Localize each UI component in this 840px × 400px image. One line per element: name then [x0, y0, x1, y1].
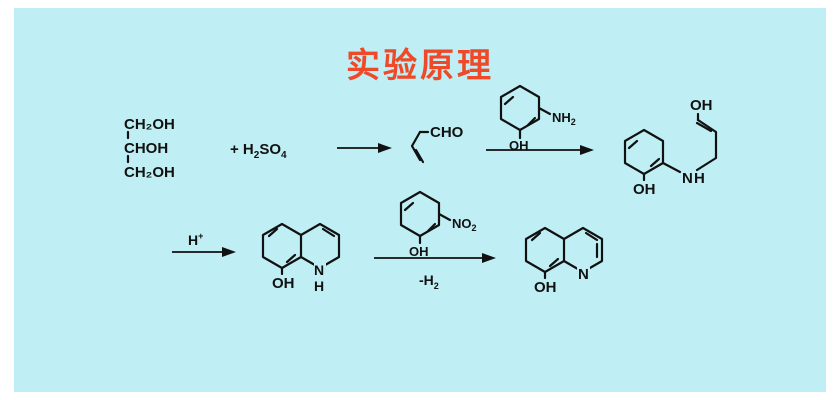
dihydro-h-label: H — [314, 278, 324, 294]
nitrophenol-structure: NO2 OH — [399, 190, 477, 259]
slide-title: 实验原理 — [346, 46, 494, 86]
intermediate-h-label: H — [694, 170, 705, 187]
dihydroquinoline-structure: OH N H — [261, 222, 341, 294]
glycerol-line-3: CH₂OH — [124, 164, 175, 181]
reaction-arrow-1 — [337, 143, 392, 153]
product-oh-label: OH — [534, 279, 557, 296]
dihydro-oh-label: OH — [272, 275, 295, 292]
aminophenol-structure: NH2 OH — [499, 84, 576, 153]
sulfuric-acid-label: + H2SO4 — [230, 141, 287, 161]
intermediate-n-label: N — [682, 170, 693, 187]
reaction-arrow-3: H+ — [172, 231, 236, 257]
glycerol-line-1: CH₂OH — [124, 116, 175, 133]
intermediate-oh-top-label: OH — [690, 97, 713, 114]
nitrophenol-no2-label: NO2 — [452, 216, 477, 233]
hydroxyquinoline-structure: N OH — [524, 226, 604, 296]
acrolein-structure: CHO — [410, 124, 464, 164]
intermediate-oh-label: OH — [633, 181, 656, 198]
nitrophenol-oh-label: OH — [409, 244, 429, 259]
reaction-arrow-2 — [486, 145, 594, 155]
product-n-label: N — [578, 266, 589, 283]
reaction-arrow-4: -H2 — [374, 253, 496, 291]
acrolein-cho-label: CHO — [430, 124, 464, 141]
intermediate-structure: OH N H OH — [623, 97, 718, 198]
dehydrogenation-label: -H2 — [419, 272, 439, 291]
acid-catalyst-label: H+ — [188, 231, 203, 248]
aminophenol-nh2-label: NH2 — [552, 110, 576, 127]
slide-panel — [14, 8, 826, 392]
dihydro-n-label: N — [314, 262, 324, 278]
glycerol-structure: CH₂OH CHOH CH₂OH — [124, 116, 175, 181]
glycerol-line-2: CHOH — [124, 140, 168, 157]
